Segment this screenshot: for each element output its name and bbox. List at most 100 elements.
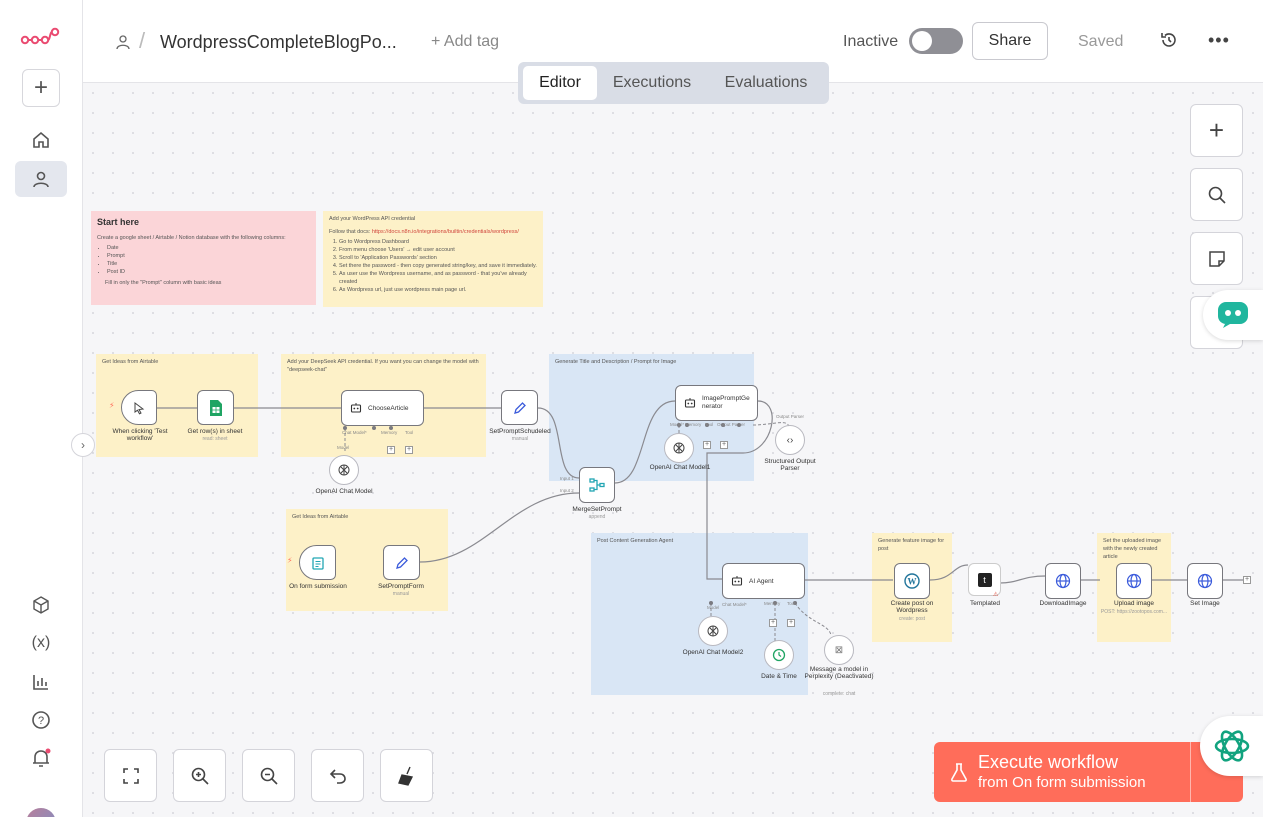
google-sheets-node[interactable] [197, 390, 234, 425]
sticky-text: Follow that docs: [329, 228, 371, 235]
port-label: Memory [764, 601, 781, 606]
help-nav[interactable]: ? [15, 702, 67, 738]
add-node-button[interactable]: + [1243, 576, 1251, 584]
templated-node[interactable]: t [968, 563, 1001, 596]
port-label: Model* [670, 422, 685, 427]
wordpress-icon: W [904, 573, 920, 589]
openai-chat-model-node[interactable] [329, 455, 359, 485]
tab-evaluations[interactable]: Evaluations [724, 74, 808, 91]
sticky-start-here[interactable]: Start here Create a google sheet / Airta… [91, 211, 316, 305]
sticky-text: Fill in only the "Prompt" column with ba… [105, 279, 222, 286]
avatar[interactable] [26, 808, 56, 817]
openai-chat-model2-node[interactable] [698, 616, 728, 646]
merge-icon [589, 478, 605, 492]
ai-agent-node[interactable]: AI Agent [722, 563, 805, 599]
add-button[interactable]: + [22, 69, 60, 107]
breadcrumb-separator: / [139, 28, 146, 53]
cursor-icon [134, 401, 145, 414]
node-label: Upload image [1113, 600, 1155, 607]
chevron-right-icon[interactable]: › [71, 433, 95, 457]
set-prompt-scheduled-node[interactable] [501, 390, 538, 425]
add-tool-button[interactable]: + [405, 446, 413, 454]
openai-icon [338, 464, 350, 476]
docs-link[interactable]: https://docs.n8n.io/integrations/builtin… [371, 228, 519, 235]
sticky-icon [1208, 250, 1225, 267]
search-icon [1208, 186, 1226, 204]
zoom-out-button[interactable] [242, 749, 295, 802]
date-time-node[interactable] [764, 640, 794, 670]
set-image-node[interactable] [1187, 563, 1223, 599]
n8n-logo[interactable] [20, 26, 60, 53]
pencil-icon [395, 556, 408, 569]
undo-icon [329, 768, 346, 784]
upload-image-node[interactable] [1116, 563, 1152, 599]
image-prompt-generator-node[interactable]: ImagePromptGe nerator [675, 385, 758, 421]
divider [1190, 742, 1191, 802]
templates-nav[interactable] [15, 587, 67, 623]
fit-view-button[interactable] [104, 749, 157, 802]
openai-chat-model1-node[interactable] [664, 433, 694, 463]
port-label: Output Parser [776, 414, 805, 419]
structured-output-parser-node[interactable]: ‹› [775, 425, 805, 455]
add-memory-button[interactable]: + [387, 446, 395, 454]
choose-article-node[interactable]: ChooseArticle [341, 390, 424, 426]
node-label: AI Agent [749, 577, 774, 585]
add-tool-button[interactable]: + [787, 619, 795, 627]
sticky-text: Get Ideas from Airtable [292, 514, 349, 520]
create-post-wordpress-node[interactable]: W [894, 563, 930, 599]
add-tag-button[interactable]: + Add tag [431, 33, 500, 50]
share-button[interactable]: Share [972, 22, 1048, 60]
list-item: As Wordpress url, just use wordpress mai… [339, 287, 537, 295]
tab-editor[interactable]: Editor [523, 66, 597, 100]
more-icon[interactable]: ••• [1208, 30, 1230, 50]
add-tool-button[interactable]: + [720, 441, 728, 449]
add-sticky-button[interactable] [1190, 232, 1243, 285]
active-toggle[interactable] [909, 28, 963, 54]
execute-workflow-button[interactable]: Execute workflow from On form submission [934, 742, 1243, 802]
sticky-text: Post Content Generation Agent [597, 538, 674, 544]
chat-button[interactable] [1203, 290, 1263, 340]
variables-nav[interactable]: (x) [15, 625, 67, 661]
workflow-canvas[interactable]: Start here Create a google sheet / Airta… [83, 83, 1263, 817]
form-trigger-node[interactable] [299, 545, 336, 580]
ai-assistant-button[interactable] [1200, 716, 1263, 776]
manual-trigger-node[interactable] [121, 390, 157, 425]
zoom-out-icon [260, 767, 278, 785]
search-nodes-button[interactable] [1190, 168, 1243, 221]
download-image-node[interactable] [1045, 563, 1081, 599]
node-label: OpenAI Chat Model2 [682, 649, 744, 656]
node-label: OpenAI Chat Model [315, 488, 373, 495]
home-icon [33, 131, 49, 148]
node-label: SetPromptSchudeled [489, 428, 551, 435]
openai-icon [673, 442, 685, 454]
add-memory-button[interactable]: + [769, 619, 777, 627]
insights-nav[interactable] [15, 664, 67, 700]
perplexity-node[interactable]: ⊠ [824, 635, 854, 665]
personal-nav[interactable] [15, 161, 67, 197]
history-icon[interactable] [1159, 30, 1179, 50]
port-label: Chat Model* [342, 430, 367, 435]
undo-button[interactable] [311, 749, 364, 802]
form-icon [311, 556, 324, 570]
user-icon [33, 171, 49, 188]
set-prompt-form-node[interactable] [383, 545, 420, 580]
notifications-nav[interactable] [15, 740, 67, 776]
openai-icon [707, 625, 719, 637]
sticky-wordpress-credential[interactable]: Add your WordPress API credential Follow… [323, 211, 543, 307]
port-label: Tool [405, 430, 414, 435]
merge-node[interactable] [579, 467, 615, 503]
pencil-icon [513, 401, 526, 414]
add-memory-button[interactable]: + [703, 441, 711, 449]
perplexity-icon: ⊠ [834, 644, 844, 656]
workflow-name[interactable]: WordpressCompleteBlogPo... [160, 32, 397, 52]
chat-icon [1218, 302, 1248, 328]
tidy-up-button[interactable] [380, 749, 433, 802]
home-nav[interactable] [15, 122, 67, 158]
port-label: Memory [381, 430, 398, 435]
tab-executions[interactable]: Executions [612, 74, 692, 91]
code-icon: ‹› [786, 434, 794, 446]
zoom-in-button[interactable] [173, 749, 226, 802]
port-label: Chat Model* [722, 602, 747, 607]
connection [614, 400, 676, 484]
add-node-panel-button[interactable]: + [1190, 104, 1243, 157]
